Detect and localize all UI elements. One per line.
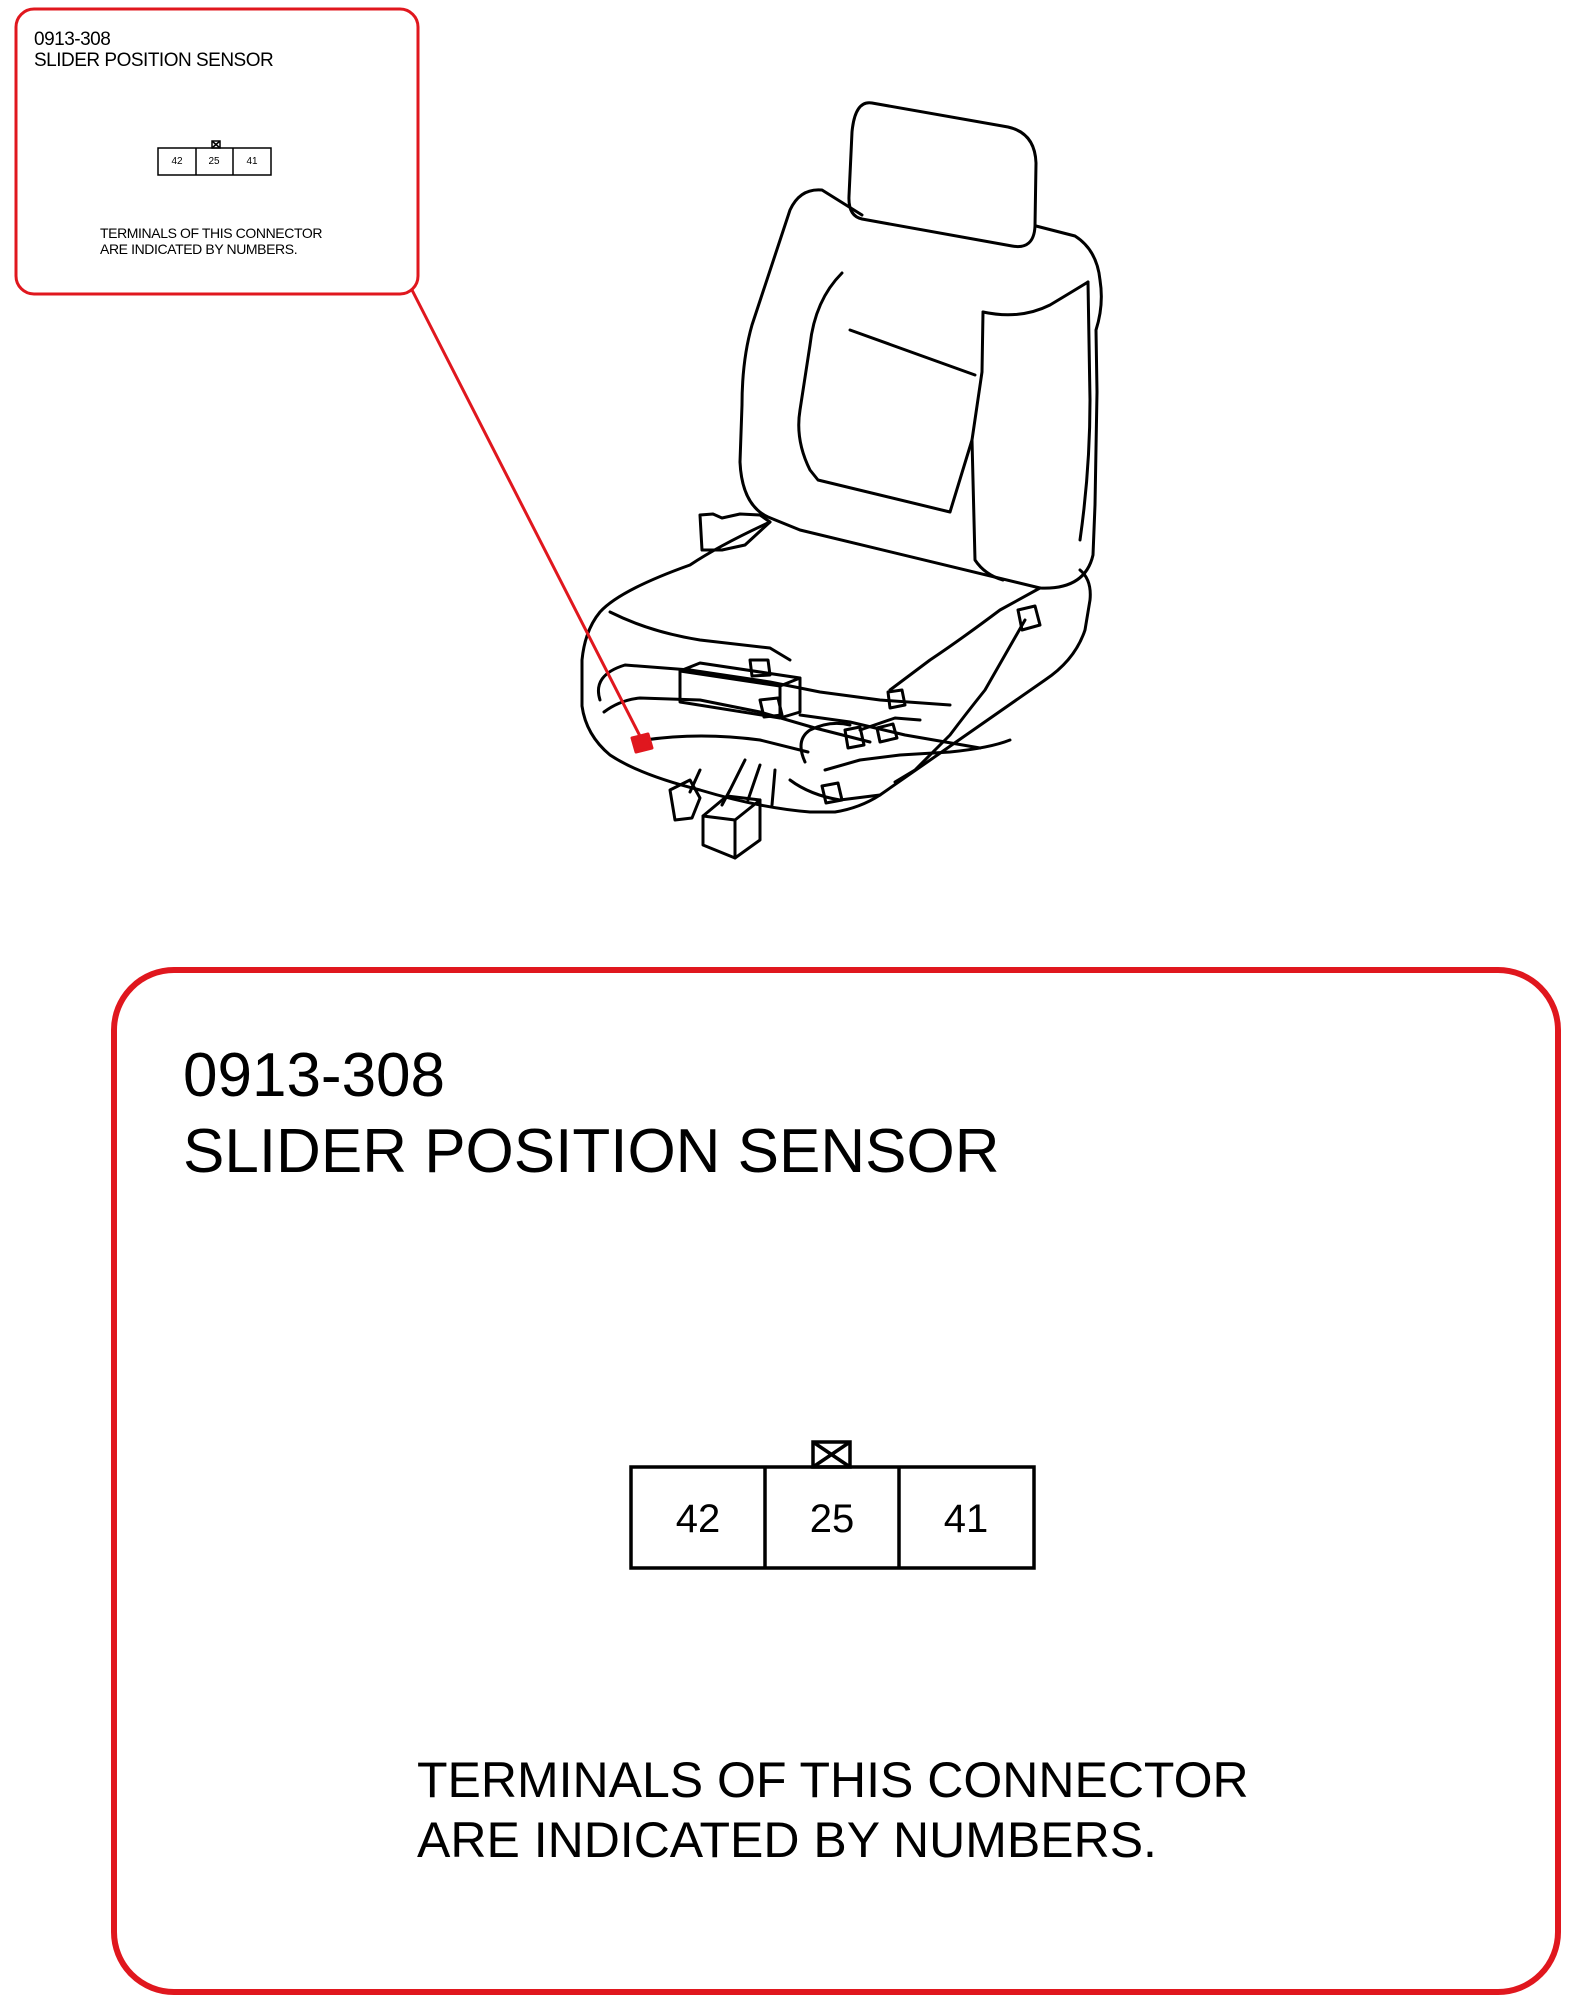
hanging-connector-2 [701, 794, 762, 860]
inset-terminal-middle: 25 [208, 156, 220, 167]
inset-connector-drawing [157, 140, 272, 176]
seat-back-panel [797, 271, 985, 514]
connector-code: 0913-308 [183, 1041, 446, 1110]
connector-f [820, 781, 844, 805]
inset-terminal-left: 42 [171, 156, 183, 167]
terminal-42: 42 [675, 1497, 721, 1541]
connector-name: SLIDER POSITION SENSOR [183, 1117, 1000, 1186]
lock-tab-icon [811, 1440, 852, 1469]
seat-cushion [580, 520, 1092, 814]
connector-a [748, 658, 772, 678]
seat-back [738, 188, 1103, 590]
connector-b [886, 688, 907, 710]
terminal-25: 25 [809, 1497, 855, 1541]
slider-sensor-highlight [630, 732, 654, 754]
terminal-41: 41 [943, 1497, 989, 1541]
inset-note-line2: ARE INDICATED BY NUMBERS. [100, 241, 298, 257]
inset-note-line1: TERMINALS OF THIS CONNECTOR [100, 225, 323, 241]
headrest [847, 101, 1038, 249]
terminal-note: TERMINALS OF THIS CONNECTOR ARE INDICATE… [417, 1750, 1249, 1870]
terminal-note-line1: TERMINALS OF THIS CONNECTOR [417, 1752, 1249, 1808]
wire-harness [597, 663, 952, 707]
inset-connector-name: SLIDER POSITION SENSOR [34, 50, 274, 71]
connector-d [843, 725, 866, 750]
inset-connector-code: 0913-308 [34, 29, 111, 50]
hanging-connector-1 [668, 778, 702, 822]
connector-c [875, 722, 899, 744]
terminal-note-line2: ARE INDICATED BY NUMBERS. [417, 1812, 1157, 1868]
inset-terminal-right: 41 [246, 156, 258, 167]
connector-e [1016, 604, 1042, 632]
connector-g [758, 696, 784, 719]
